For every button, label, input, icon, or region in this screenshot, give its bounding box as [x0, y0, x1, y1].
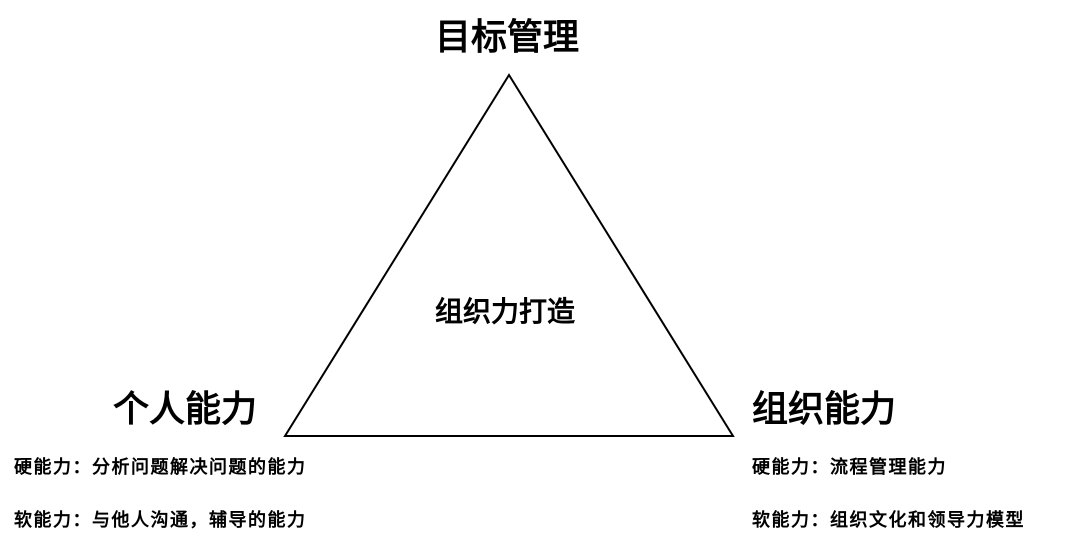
left-soft-skill: 软能力：与他人沟通，辅导的能力: [14, 510, 307, 531]
right-hard-skill: 硬能力：流程管理能力: [752, 457, 947, 478]
left-hard-skill: 硬能力：分析问题解决问题的能力: [14, 457, 307, 478]
right-soft-skill: 软能力：组织文化和领导力模型: [752, 510, 1025, 531]
right-title: 组织能力: [752, 389, 897, 430]
center-label: 组织力打造: [435, 295, 576, 328]
top-label: 目标管理: [435, 17, 580, 58]
left-title: 个人能力: [113, 389, 258, 430]
triangle: [283, 73, 735, 437]
